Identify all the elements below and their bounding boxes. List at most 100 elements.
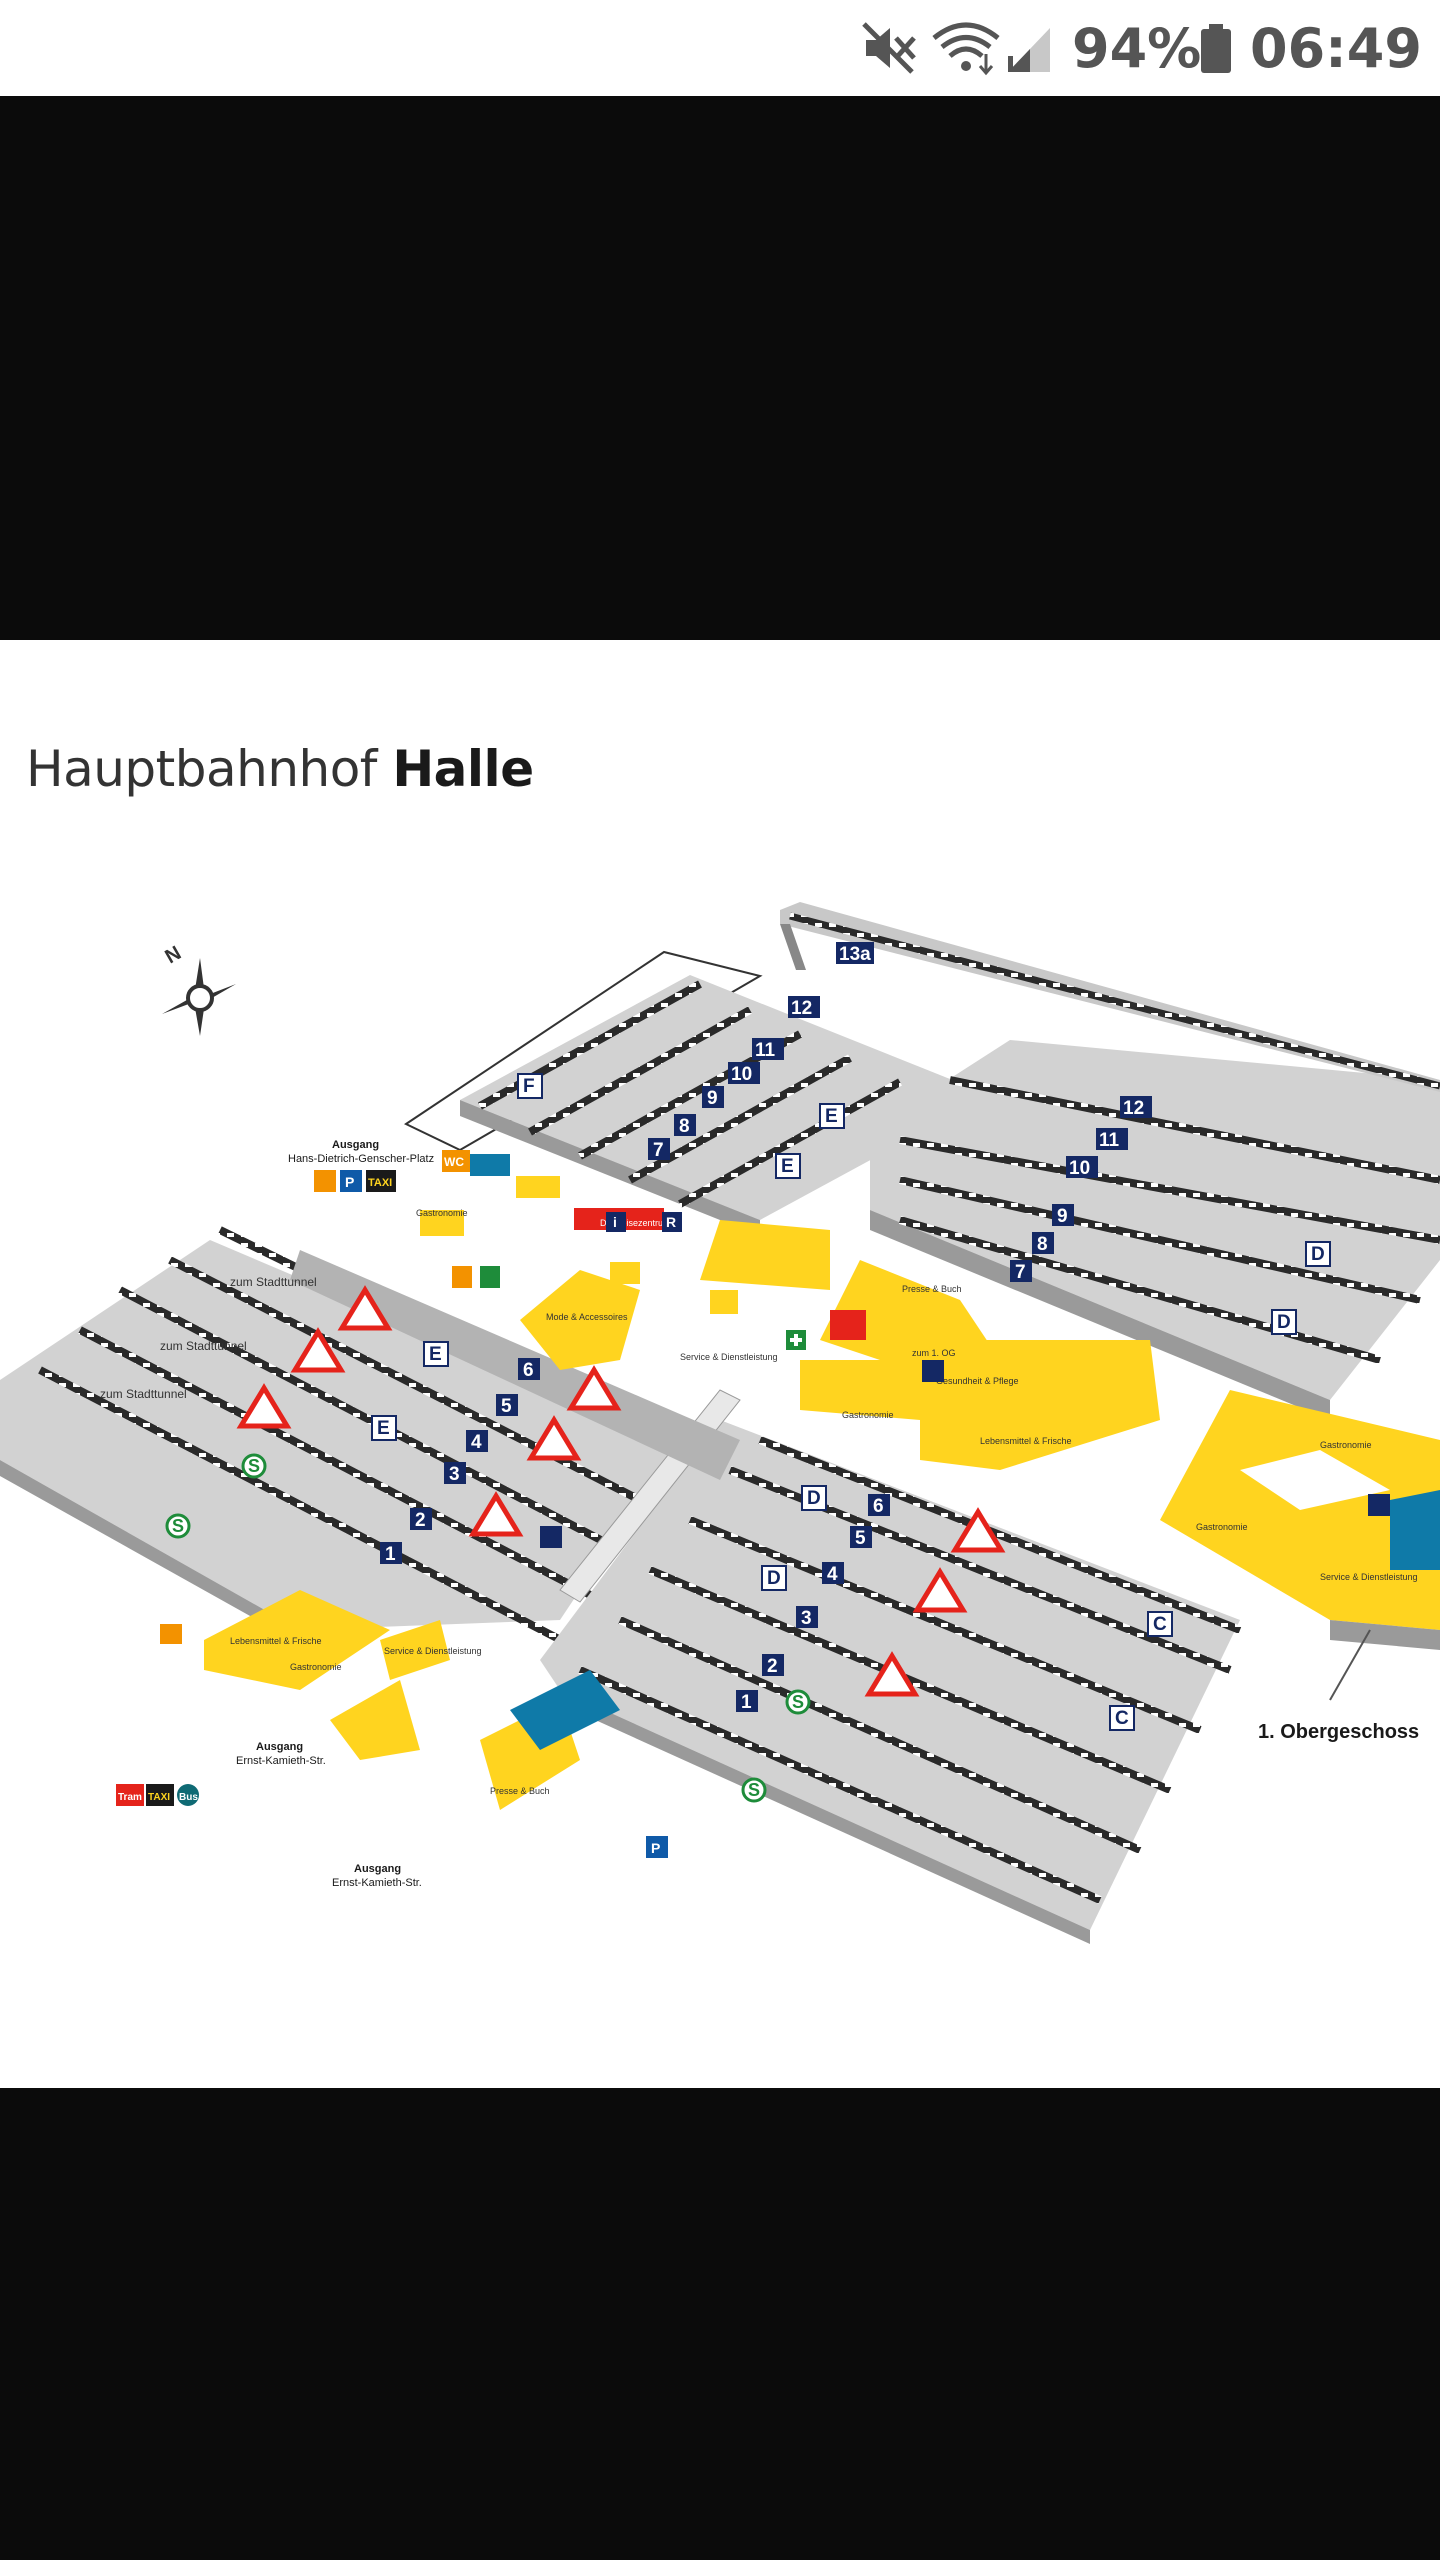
construction-icon [950,1507,1006,1553]
sector-e: E [775,1153,801,1179]
svg-text:S: S [792,1692,804,1712]
sector-c: C [1109,1705,1135,1731]
red-service-building [830,1310,866,1340]
exit-south-1: Ausgang Ernst-Kamieth-Str. [236,1741,326,1767]
svg-text:Mode & Accessoires: Mode & Accessoires [546,1312,628,1322]
sector-e: E [819,1103,845,1129]
svg-text:WC: WC [444,1155,464,1169]
svg-text:Presse & Buch: Presse & Buch [490,1786,550,1796]
platform-south-right-1: 1 [736,1690,758,1713]
platform-north-right-9: 9 [1052,1204,1074,1227]
concourse-building [290,1250,740,1480]
svg-text:5: 5 [501,1396,512,1417]
phone-icon [480,1266,500,1288]
sbahn-icon: S [741,1777,767,1803]
svg-text:C: C [1115,1708,1129,1729]
svg-text:Gastronomie: Gastronomie [1196,1522,1248,1532]
station-map-image[interactable]: Hauptbahnhof Halle N [0,640,1440,2088]
svg-text:TAXI: TAXI [148,1792,170,1803]
platform-south-right-5: 5 [850,1526,872,1549]
upper-floor-inset: 1. Obergeschoss [1160,1390,1440,1743]
sector-e: E [371,1415,397,1441]
construction-icon [236,1383,292,1429]
platform-south-left-6: 6 [518,1358,540,1381]
svg-text:7: 7 [1015,1262,1026,1283]
floor-label: 1. Obergeschoss [1258,1721,1419,1743]
svg-text:4: 4 [827,1564,838,1585]
svg-text:Gastronomie: Gastronomie [842,1410,894,1420]
platform-numbers: 7 8 9 10 11 12 13a 7 8 9 10 11 12 1 2 3 … [380,942,1152,1713]
svg-text:2: 2 [415,1510,426,1531]
bicycle-icon [160,1624,182,1644]
map-title: Hauptbahnhof Halle [26,740,534,798]
taxi-icon: TAXI [366,1170,396,1192]
construction-icon [912,1567,968,1613]
svg-text:8: 8 [679,1116,690,1137]
svg-text:4: 4 [471,1432,482,1453]
platform-south-left-3: 3 [444,1462,466,1485]
svg-text:Presse & Buch: Presse & Buch [902,1284,962,1294]
svg-text:11: 11 [1099,1130,1120,1151]
svg-text:12: 12 [1123,1098,1144,1119]
sector-letters: C C D D D D E E E E F [371,1073,1331,1731]
svg-text:Ausgang: Ausgang [256,1741,303,1753]
bicycle-icon [314,1170,336,1192]
svg-text:Gastronomie: Gastronomie [1320,1440,1372,1450]
reisezentrum-icon: R [662,1212,682,1232]
platform-north-left-9: 9 [702,1086,724,1109]
sector-d: D [801,1485,827,1511]
construction-icon [566,1365,622,1411]
sector-c: C [1147,1611,1173,1637]
svg-text:Service & Dienstleistung: Service & Dienstleistung [1320,1572,1418,1582]
svg-text:zum 1. OG: zum 1. OG [912,1348,956,1358]
platform-south-left-2: 2 [410,1508,432,1531]
image-letterbox-top [0,96,1440,640]
svg-text:TAXI: TAXI [368,1177,392,1189]
svg-text:S: S [248,1456,260,1476]
shops-south-west [204,1590,620,1810]
elevator-icon [922,1360,944,1382]
svg-text:Gastronomie: Gastronomie [416,1208,468,1218]
platform-south-right-6: 6 [868,1494,890,1517]
exit-south-2: Ausgang Ernst-Kamieth-Str. [332,1863,422,1889]
svg-text:13a: 13a [839,944,871,965]
platform-north-left-10: 10 [728,1062,760,1085]
svg-text:12: 12 [791,998,812,1019]
svg-text:Bus: Bus [179,1792,198,1803]
svg-text:7: 7 [653,1140,664,1161]
svg-text:Tram: Tram [118,1792,142,1803]
platform-north-right-11: 11 [1096,1128,1128,1151]
svg-text:C: C [1153,1614,1167,1635]
clock: 06:49 [1250,16,1422,80]
construction-icon [337,1285,393,1331]
svg-text:D: D [1311,1244,1325,1265]
compass-icon: N [162,942,236,1036]
sbahn-icon: S [785,1689,811,1715]
construction-icon [526,1415,582,1461]
first-aid-icon [786,1330,806,1350]
platform-south-left-4: 4 [466,1430,488,1453]
platform-13a [780,902,1440,1092]
battery-icon [1198,0,1234,96]
shops-north [420,1176,1160,1470]
sector-d: D [761,1565,787,1591]
svg-text:11: 11 [755,1040,776,1061]
bus-icon: Bus [177,1784,199,1806]
platform-south-left-1: 1 [380,1542,402,1565]
svg-text:zum Stadttunnel: zum Stadttunnel [100,1387,187,1401]
tram-icon: Tram [116,1784,144,1806]
sector-e: E [423,1341,449,1367]
sector-f: F [517,1073,543,1099]
elevator-icon [540,1526,562,1548]
exit-north: Ausgang Hans-Dietrich-Genscher-Platz [288,1139,434,1165]
mute-icon [860,0,918,96]
wifi-icon [930,0,1002,96]
platform-south-right-3: 3 [796,1606,818,1629]
platform-north-right-8: 8 [1032,1232,1054,1255]
svg-text:D: D [1277,1312,1291,1333]
wc-building [470,1154,510,1176]
svg-text:S: S [172,1516,184,1536]
construction-warning-icons [236,1285,1006,1697]
platform-north-right-12: 12 [1120,1096,1152,1119]
svg-text:8: 8 [1037,1234,1048,1255]
